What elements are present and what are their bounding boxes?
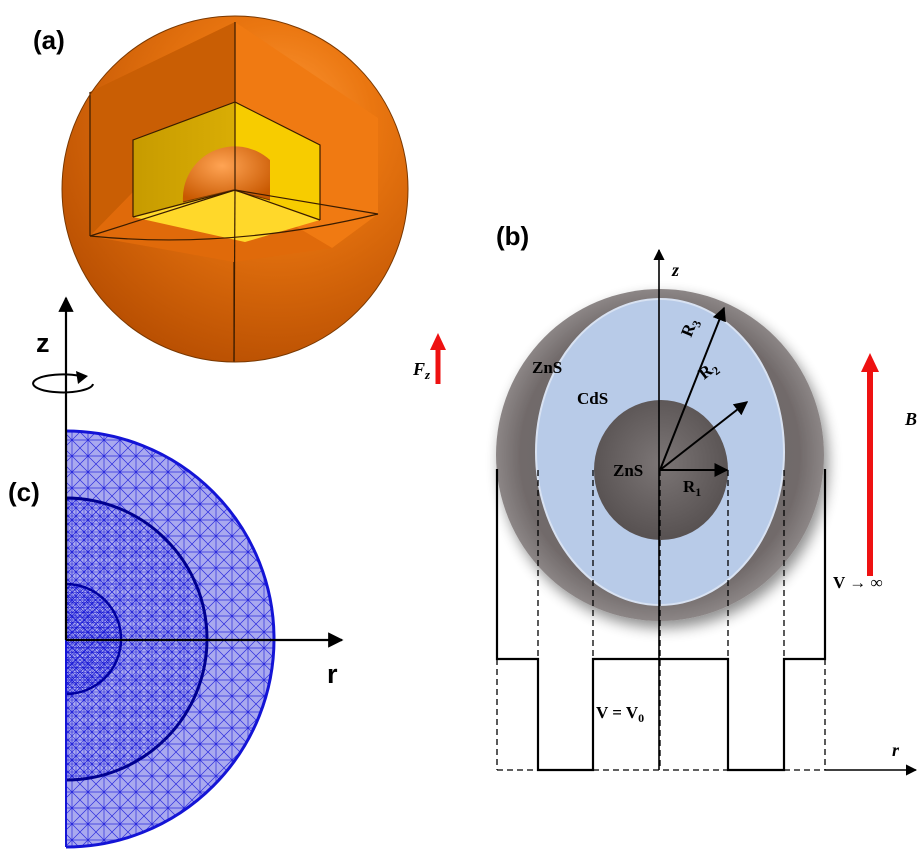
- panel-b: (b) z r R1: [412, 221, 918, 776]
- electric-field-arrow: [430, 333, 446, 384]
- panel-a-label: (a): [33, 25, 65, 55]
- panel-b-label: (b): [496, 221, 529, 251]
- sphere-outline: [61, 15, 409, 363]
- potential-profile: [495, 469, 827, 772]
- core-label: ZnS: [613, 461, 643, 480]
- potential-inside-label: V = V0: [596, 703, 644, 725]
- magnetic-field-arrow: [861, 353, 879, 576]
- radius-r2-arrow: [659, 401, 749, 471]
- panel-a: (a): [33, 15, 409, 363]
- radius-r3-arrow: [659, 306, 726, 471]
- nanoparticle-cross-section: [496, 289, 824, 621]
- electric-field-label: Fz: [412, 359, 431, 382]
- z-axis-label: z: [36, 328, 50, 358]
- panel-c: (c) r z: [8, 296, 344, 849]
- magnetic-field-label: B: [904, 409, 917, 429]
- yellow-shell-bottom: [133, 190, 320, 242]
- potential-guides: [496, 470, 826, 771]
- radius-r3-label: R3: [677, 315, 704, 340]
- sphere-edges: [89, 22, 379, 363]
- panel-c-label: (c): [8, 477, 40, 507]
- b-z-axis-label: z: [671, 260, 679, 280]
- r-axis-label: r: [327, 659, 338, 689]
- outer-shell-label: ZnS: [532, 358, 562, 377]
- rotation-symbol: [32, 371, 94, 394]
- middle-shell-label: CdS: [577, 389, 608, 408]
- inner-core: [182, 146, 270, 202]
- radius-r1-label: R1: [683, 477, 701, 499]
- core-shell-sphere: [61, 15, 409, 363]
- b-r-axis-label: r: [892, 740, 900, 760]
- potential-outside-label: V → ∞: [833, 573, 883, 592]
